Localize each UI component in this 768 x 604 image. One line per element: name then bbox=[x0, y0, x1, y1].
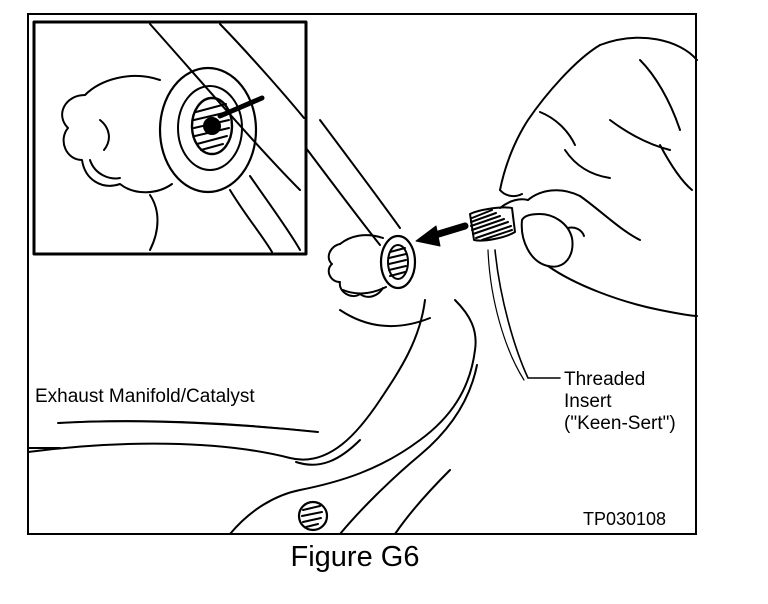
inset-detail bbox=[32, 20, 308, 256]
manifold-leader-line bbox=[59, 420, 319, 433]
insert-leader-line bbox=[487, 249, 561, 381]
exhaust-manifold-label: Exhaust Manifold/Catalyst bbox=[35, 386, 255, 407]
threaded-insert-label: Threaded Insert ("Keen-Sert") bbox=[564, 369, 676, 435]
figure-frame bbox=[27, 13, 697, 535]
threaded-insert-drawing bbox=[469, 198, 529, 242]
insert-label-line-2: Insert bbox=[564, 391, 612, 412]
hand-drawing bbox=[499, 36, 698, 317]
insert-arrow bbox=[415, 222, 469, 247]
figure-caption: Figure G6 bbox=[290, 541, 420, 573]
manifold-drawing bbox=[27, 119, 478, 535]
insert-label-line-3: ("Keen-Sert") bbox=[564, 413, 676, 434]
insert-label-line-1: Threaded bbox=[564, 369, 646, 390]
reference-code: TP030108 bbox=[583, 509, 667, 529]
